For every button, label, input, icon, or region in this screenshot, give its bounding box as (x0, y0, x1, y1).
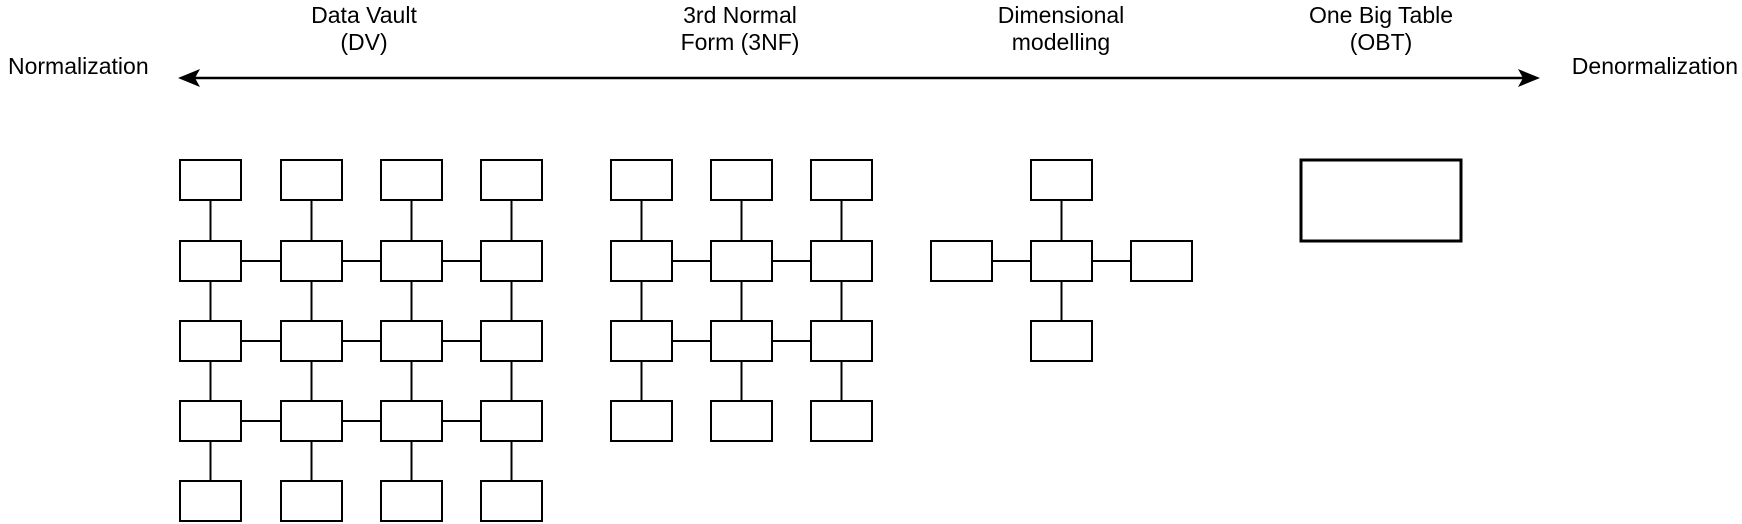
table-box (380, 400, 443, 442)
dimensional-diagram (930, 159, 1193, 362)
dimensional-modelling-label: Dimensional modelling (998, 2, 1125, 56)
one-big-table-label-line2: (OBT) (1349, 29, 1413, 55)
normalization-label: Normalization (8, 53, 149, 79)
spectrum-arrow (178, 69, 1540, 87)
table-box (710, 400, 773, 442)
table-box (610, 400, 673, 442)
table-box (179, 480, 242, 522)
table-box (810, 320, 873, 362)
table-box (930, 240, 993, 282)
third-normal-form-label-line1: 3rd Normal (683, 2, 797, 28)
dimensional-modelling-label-line2: modelling (1011, 29, 1111, 55)
table-box (810, 159, 873, 201)
table-box (710, 159, 773, 201)
data-vault-diagram (179, 159, 543, 522)
table-box (280, 240, 343, 282)
table-box (1130, 240, 1193, 282)
table-box (1299, 158, 1463, 243)
table-box (280, 320, 343, 362)
data-vault-label-line2: (DV) (340, 29, 388, 55)
data-vault-label: Data Vault (DV) (311, 2, 417, 56)
one-big-table-label: One Big Table (OBT) (1309, 2, 1453, 56)
one-big-table-label-line1: One Big Table (1308, 2, 1454, 28)
table-box (280, 159, 343, 201)
denormalization-label: Denormalization (1571, 53, 1738, 79)
table-box (380, 159, 443, 201)
table-box (480, 400, 543, 442)
table-box (380, 240, 443, 282)
table-box (179, 320, 242, 362)
one-big-table-diagram (1299, 158, 1463, 243)
data-vault-label-line1: Data Vault (311, 2, 417, 28)
table-box (380, 480, 443, 522)
table-box (610, 159, 673, 201)
table-box (280, 400, 343, 442)
third-normal-form-diagram (610, 159, 873, 442)
left-arrowhead-icon (178, 69, 200, 87)
table-box (480, 320, 543, 362)
table-box (1030, 240, 1093, 282)
table-box (480, 480, 543, 522)
table-box (810, 240, 873, 282)
right-arrowhead-icon (1518, 69, 1540, 87)
table-box (280, 480, 343, 522)
table-box (710, 320, 773, 362)
table-box (380, 320, 443, 362)
table-box (1030, 159, 1093, 201)
table-box (710, 240, 773, 282)
table-box (179, 240, 242, 282)
third-normal-form-label-line2: Form (3NF) (680, 29, 800, 55)
table-box (1030, 320, 1093, 362)
dimensional-modelling-label-line1: Dimensional (997, 2, 1125, 28)
table-box (179, 159, 242, 201)
table-box (610, 240, 673, 282)
table-box (810, 400, 873, 442)
table-box (480, 240, 543, 282)
table-box (179, 400, 242, 442)
table-box (610, 320, 673, 362)
third-normal-form-label: 3rd Normal Form (3NF) (681, 2, 800, 56)
table-box (480, 159, 543, 201)
